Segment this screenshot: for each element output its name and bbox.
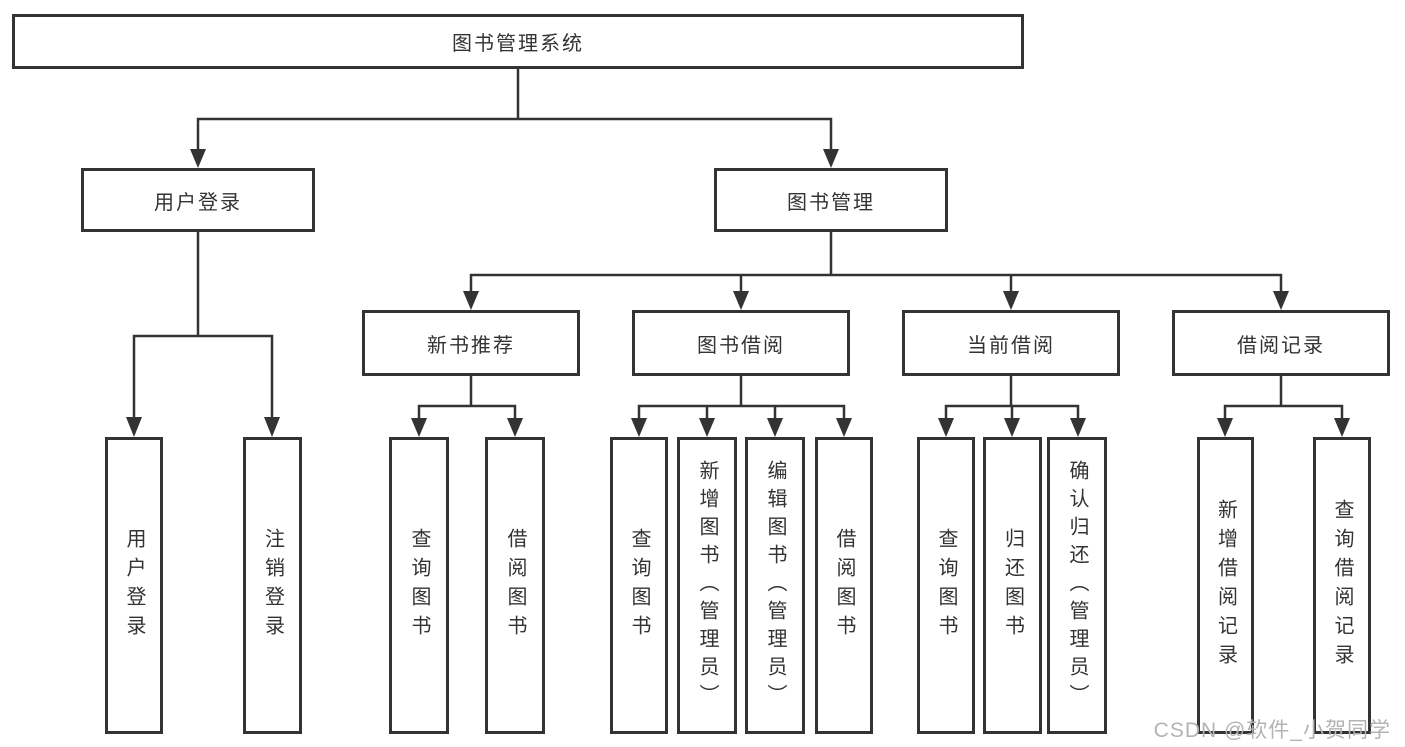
- node-user-login-label: 用户登录: [154, 191, 242, 214]
- node-borrow-books-borrowing: 借阅图书: [815, 437, 873, 734]
- arrow-icon: [1003, 291, 1019, 310]
- node-edit-books-admin: 编辑图书（管理员）: [745, 437, 805, 734]
- node-add-books-admin: 新增图书（管理员）: [677, 437, 737, 734]
- node-borrowing-records-label: 借阅记录: [1237, 334, 1325, 357]
- node-query-books-current-label: 查询图书: [935, 527, 957, 644]
- node-confirm-return-admin: 确认归还（管理员）: [1047, 437, 1107, 734]
- connector-borrowing-to-leaves: [637, 374, 846, 422]
- node-current-borrowing: 当前借阅: [902, 310, 1120, 376]
- arrow-icon: [699, 418, 715, 437]
- node-query-books-recommend-label: 查询图书: [408, 527, 430, 644]
- node-query-books-borrowing: 查询图书: [610, 437, 668, 734]
- connector-userlogin-to-leaves: [132, 230, 274, 421]
- node-user-login: 用户登录: [81, 168, 315, 232]
- node-user-login-action: 用户登录: [105, 437, 163, 734]
- node-add-borrow-record-label: 新增借阅记录: [1214, 498, 1237, 673]
- node-book-management: 图书管理: [714, 168, 948, 232]
- arrow-icon: [264, 417, 280, 437]
- node-book-management-label: 图书管理: [787, 191, 875, 214]
- node-query-books-recommend: 查询图书: [389, 437, 449, 734]
- arrow-icon: [767, 418, 783, 437]
- node-new-book-recommend-label: 新书推荐: [427, 334, 515, 357]
- node-root: 图书管理系统: [12, 14, 1024, 69]
- node-book-borrowing: 图书借阅: [632, 310, 850, 376]
- node-new-book-recommend: 新书推荐: [362, 310, 580, 376]
- arrow-icon: [1334, 418, 1350, 437]
- connector-current-to-leaves: [944, 374, 1080, 422]
- arrow-icon: [1070, 418, 1086, 437]
- connector-root-to-level2: [196, 67, 833, 152]
- node-add-books-admin-label: 新增图书（管理员）: [696, 459, 718, 712]
- arrowheads: [126, 149, 1350, 437]
- node-logout-action-label: 注销登录: [261, 527, 284, 644]
- arrow-icon: [1273, 291, 1289, 310]
- node-query-borrow-record-label: 查询借阅记录: [1331, 498, 1353, 673]
- arrow-icon: [733, 291, 749, 310]
- arrow-icon: [126, 417, 142, 437]
- connector-bookmgmt-to-level3: [469, 230, 1283, 295]
- node-root-label: 图书管理系统: [452, 33, 584, 55]
- arrow-icon: [1004, 418, 1020, 437]
- node-query-books-borrowing-label: 查询图书: [628, 527, 650, 644]
- arrow-icon: [631, 418, 647, 437]
- arrow-icon: [823, 149, 839, 168]
- arrow-icon: [190, 149, 206, 168]
- arrow-icon: [938, 418, 954, 437]
- node-query-borrow-record: 查询借阅记录: [1313, 437, 1371, 734]
- arrow-icon: [1217, 418, 1233, 437]
- node-borrow-books-recommend: 借阅图书: [485, 437, 545, 734]
- connector-recommend-to-leaves: [417, 374, 517, 422]
- arrow-icon: [507, 418, 523, 437]
- node-query-books-current: 查询图书: [917, 437, 975, 734]
- node-book-borrowing-label: 图书借阅: [697, 334, 785, 357]
- node-return-books: 归还图书: [983, 437, 1042, 734]
- csdn-watermark: CSDN @软件_小贺同学: [1153, 719, 1391, 742]
- connector-records-to-leaves: [1223, 374, 1344, 422]
- node-add-borrow-record: 新增借阅记录: [1197, 437, 1254, 734]
- node-borrow-books-recommend-label: 借阅图书: [504, 527, 526, 644]
- arrow-icon: [411, 418, 427, 437]
- arrow-icon: [836, 418, 852, 437]
- node-edit-books-admin-label: 编辑图书（管理员）: [764, 459, 786, 712]
- node-return-books-label: 归还图书: [1001, 527, 1024, 644]
- node-current-borrowing-label: 当前借阅: [967, 334, 1055, 357]
- node-user-login-action-label: 用户登录: [123, 527, 145, 644]
- node-borrowing-records: 借阅记录: [1172, 310, 1390, 376]
- node-borrow-books-borrowing-label: 借阅图书: [833, 527, 855, 644]
- node-logout-action: 注销登录: [243, 437, 302, 734]
- node-confirm-return-admin-label: 确认归还（管理员）: [1066, 459, 1088, 712]
- arrow-icon: [463, 291, 479, 310]
